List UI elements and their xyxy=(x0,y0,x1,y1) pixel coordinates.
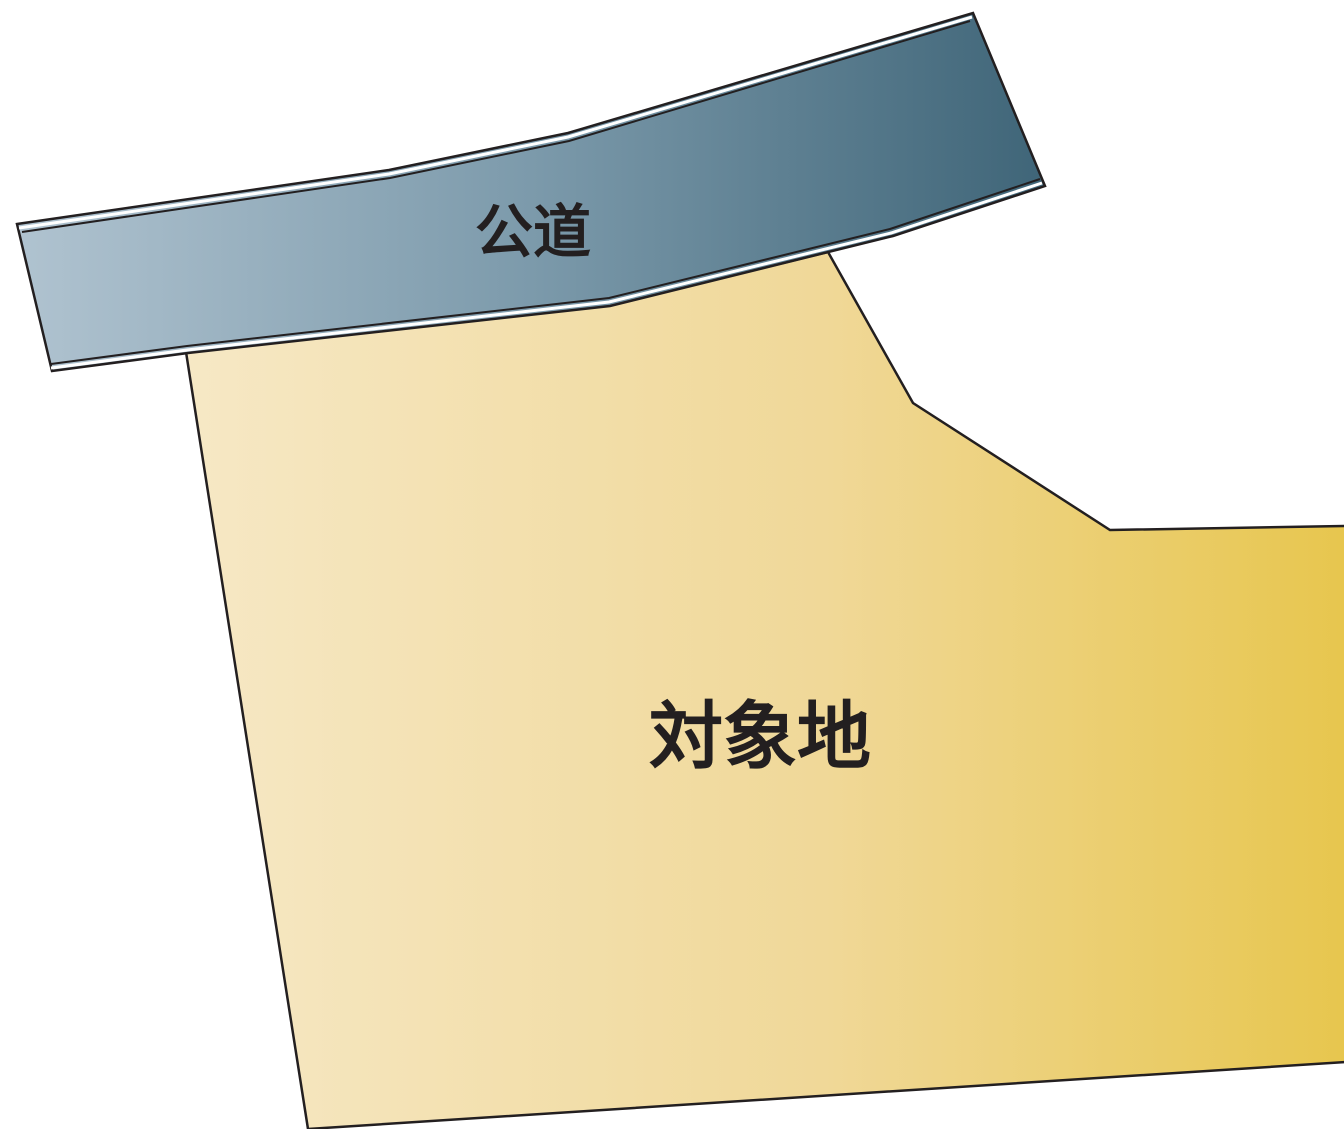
road-bottom-edge-white xyxy=(50,181,1043,370)
subject-lot-area xyxy=(184,250,1344,1131)
public-road xyxy=(15,11,1047,373)
road-label: 公道 xyxy=(475,198,591,266)
public-road-area xyxy=(15,11,1047,373)
road-top-edge-line xyxy=(21,20,971,233)
lot-label: 対象地 xyxy=(649,694,871,780)
road-bottom-edge-line xyxy=(50,178,1041,365)
road-top-edge-white xyxy=(18,15,973,230)
